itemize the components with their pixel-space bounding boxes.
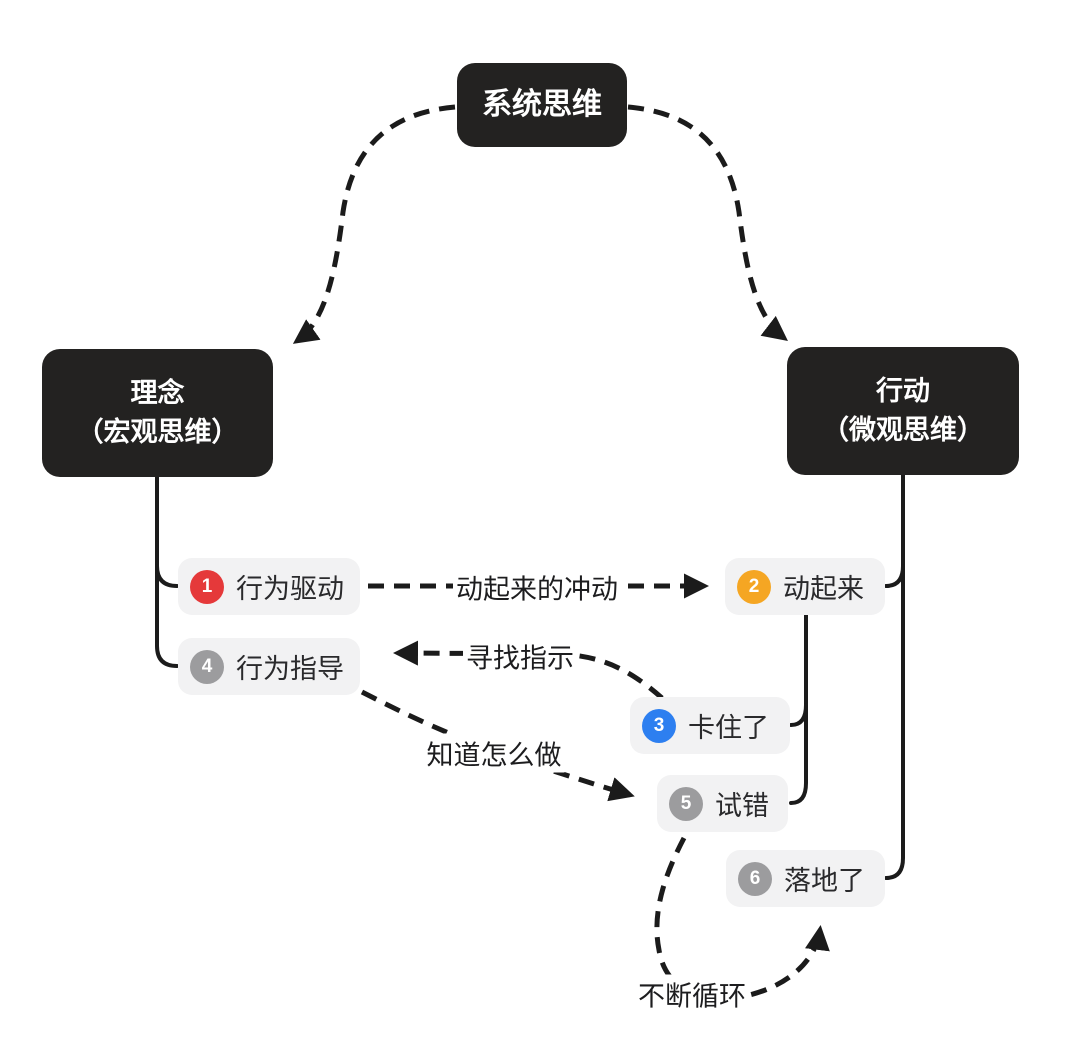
node-concept-label-line2: （宏观思维）	[76, 417, 239, 447]
node-systems-thinking-label: 系统思维	[482, 88, 602, 122]
connector-right-branch-2	[884, 564, 905, 588]
node-behavior-drive-label: 行为驱动	[236, 574, 344, 604]
badge-2-icon: 2	[737, 569, 771, 604]
node-stuck-label: 卡住了	[688, 713, 769, 743]
connector-left-branch-1	[155, 564, 179, 588]
node-stuck[interactable]: 3 卡住了	[630, 697, 790, 754]
badge-3-icon: 3	[642, 708, 676, 743]
node-get-moving[interactable]: 2 动起来	[725, 558, 885, 615]
node-action[interactable]: 行动 （微观思维）	[787, 347, 1019, 475]
edge-label-know-how: 知道怎么做	[423, 733, 565, 773]
edge-label-loop: 不断循环	[635, 974, 749, 1014]
node-trial-error[interactable]: 5 试错	[657, 775, 788, 832]
node-behavior-guidance-label: 行为指导	[236, 654, 344, 684]
edge-root-to-right	[627, 104, 788, 342]
node-behavior-guidance[interactable]: 4 行为指导	[178, 638, 360, 695]
badge-5-icon: 5	[669, 786, 703, 821]
connector-sub-branch-3	[789, 703, 808, 727]
node-landed-label: 落地了	[784, 866, 865, 896]
edge-label-seek-guidance: 寻找指示	[463, 636, 577, 676]
node-concept-label-line1: 理念	[130, 377, 185, 408]
connector-right-trunk	[884, 472, 905, 880]
node-get-moving-label: 动起来	[783, 574, 864, 604]
node-trial-error-label: 试错	[715, 791, 769, 821]
connector-sub-trunk	[789, 613, 808, 805]
node-landed[interactable]: 6 落地了	[726, 850, 885, 907]
badge-6-icon: 6	[738, 861, 772, 896]
edge-label-impulse: 动起来的冲动	[453, 567, 621, 607]
node-concept[interactable]: 理念 （宏观思维）	[42, 349, 273, 477]
connector-left-trunk	[155, 474, 179, 668]
node-action-label-line2: （微观思维）	[822, 415, 984, 445]
node-behavior-drive[interactable]: 1 行为驱动	[178, 558, 360, 615]
node-systems-thinking[interactable]: 系统思维	[457, 63, 627, 147]
edge-root-to-left	[292, 104, 456, 344]
node-action-label-line1: 行动	[876, 375, 930, 406]
badge-1-icon: 1	[190, 569, 224, 604]
badge-4-icon: 4	[190, 649, 224, 684]
